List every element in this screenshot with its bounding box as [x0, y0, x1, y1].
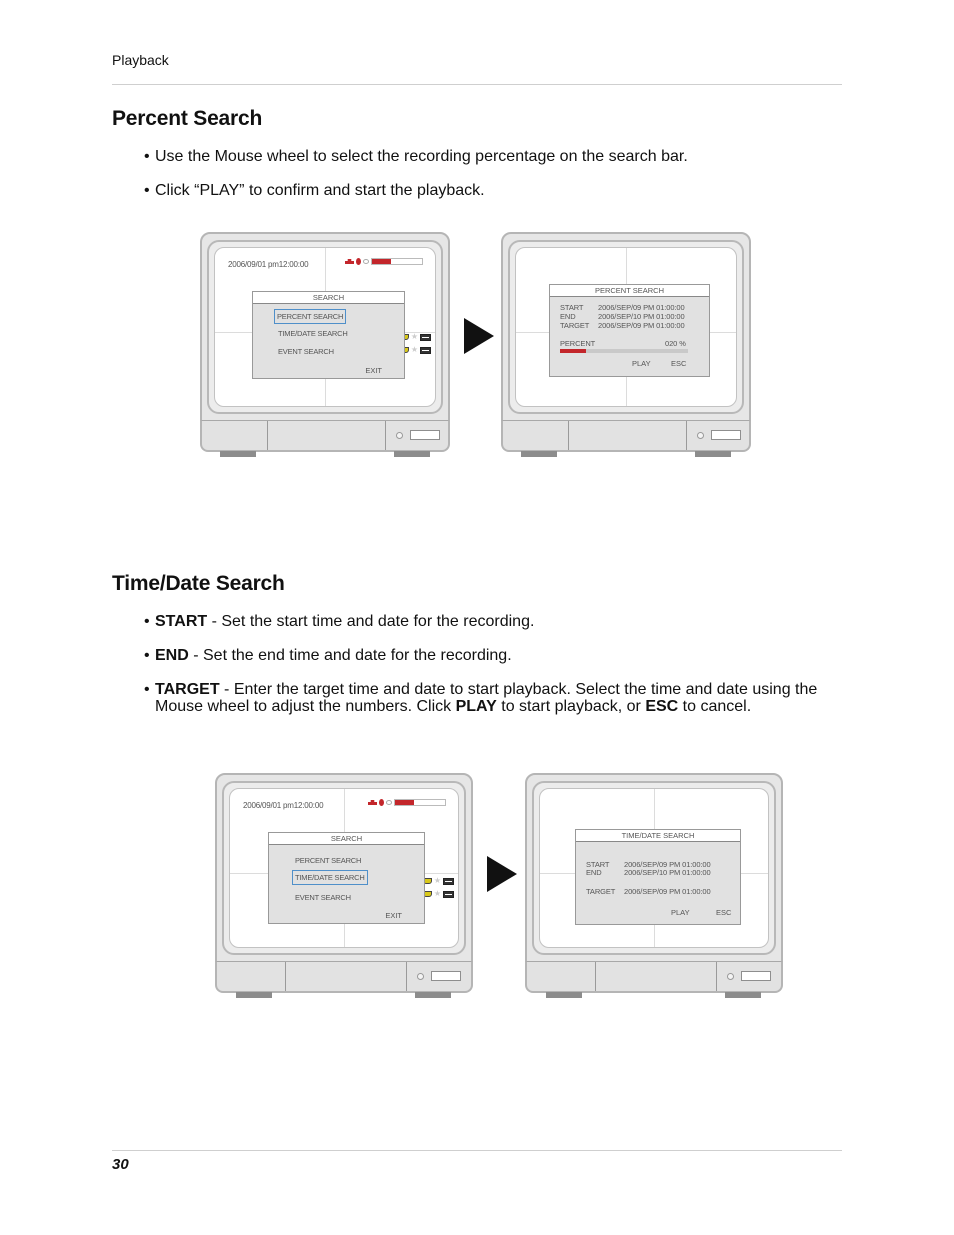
monitor-screen: 2006/09/01 pm12:00:00 ★ ★ — [229, 788, 459, 948]
star-icon: ★ — [410, 345, 418, 354]
menu-title: SEARCH — [253, 292, 404, 304]
footer-divider — [112, 1150, 842, 1151]
bullet-item: START - Set the start time and date for … — [140, 613, 850, 630]
search-menu: SEARCH PERCENT SEARCH TIME/DATE SEARCH E… — [252, 291, 405, 379]
bullet-item: END - Set the end time and date for the … — [140, 647, 850, 664]
osd-datetime: 2006/09/01 pm12:00:00 — [243, 801, 324, 810]
power-led-icon — [417, 973, 424, 980]
panel-title: TIME/DATE SEARCH — [576, 830, 740, 842]
disk-usage-bar — [394, 799, 446, 806]
menu-item-event-search[interactable]: EVENT SEARCH — [278, 347, 334, 356]
section-heading-time-date-search: Time/Date Search — [112, 572, 285, 595]
menu-title: SEARCH — [269, 833, 424, 845]
monitor-base — [501, 420, 751, 452]
status-icons — [368, 799, 446, 806]
power-led-icon — [396, 432, 403, 439]
monitor-bezel: 2006/09/01 pm12:00:00 ★ ★ — [200, 232, 450, 422]
channel-icons: ★ — [422, 889, 454, 898]
panel-title: PERCENT SEARCH — [550, 285, 709, 297]
channel-icons: ★ — [422, 876, 454, 885]
arrow-right-icon — [487, 856, 517, 892]
esc-button[interactable]: ESC — [671, 359, 687, 368]
monitor-base — [525, 961, 783, 993]
search-menu: SEARCH PERCENT SEARCH TIME/DATE SEARCH E… — [268, 832, 425, 924]
menu-item-time-date-search[interactable]: TIME/DATE SEARCH — [292, 870, 368, 885]
percent-search-bullets: Use the Mouse wheel to select the record… — [140, 148, 850, 216]
record-icon — [345, 259, 354, 264]
bullet-item: TARGET - Enter the target time and date … — [140, 681, 850, 715]
menu-exit-button[interactable]: EXIT — [385, 911, 402, 920]
play-button[interactable]: PLAY — [671, 908, 690, 917]
status-icons — [345, 258, 423, 265]
record-dot-icon — [379, 799, 384, 806]
esc-button[interactable]: ESC — [716, 908, 732, 917]
header-divider — [112, 84, 842, 85]
menu-exit-button[interactable]: EXIT — [365, 366, 382, 375]
section-heading-percent-search: Percent Search — [112, 107, 263, 130]
menu-item-event-search[interactable]: EVENT SEARCH — [295, 893, 351, 902]
arrow-right-icon — [464, 318, 494, 354]
disk-usage-bar — [371, 258, 423, 265]
menu-item-percent-search[interactable]: PERCENT SEARCH — [274, 309, 347, 324]
end-value[interactable]: 2006/SEP/10 PM 01:00:00 — [624, 868, 711, 877]
osd-datetime: 2006/09/01 pm12:00:00 — [228, 260, 309, 269]
network-icon — [443, 890, 454, 898]
end-value[interactable]: 2006/SEP/10 PM 01:00:00 — [598, 312, 685, 321]
ring-icon — [363, 259, 369, 264]
running-header: Playback — [112, 52, 169, 68]
target-value[interactable]: 2006/SEP/09 PM 01:00:00 — [598, 321, 685, 330]
menu-item-time-date-search[interactable]: TIME/DATE SEARCH — [278, 329, 348, 338]
percent-label: PERCENT — [560, 339, 596, 348]
disc-slot — [431, 971, 461, 981]
power-led-icon — [697, 432, 704, 439]
monitor-base — [215, 961, 473, 993]
network-icon — [443, 877, 454, 885]
start-value[interactable]: 2006/SEP/09 PM 01:00:00 — [598, 303, 685, 312]
disc-slot — [741, 971, 771, 981]
time-date-search-bullets: START - Set the start time and date for … — [140, 613, 850, 732]
record-icon — [368, 800, 377, 805]
network-icon — [420, 333, 431, 341]
menu-item-percent-search[interactable]: PERCENT SEARCH — [295, 856, 362, 865]
power-led-icon — [727, 973, 734, 980]
monitor-illustration-search-menu: 2006/09/01 pm12:00:00 ★ ★ — [215, 773, 473, 999]
percent-search-bar[interactable] — [560, 349, 688, 353]
disc-slot — [711, 430, 741, 440]
ring-icon — [386, 800, 392, 805]
star-icon: ★ — [433, 889, 441, 898]
bullet-item: Click “PLAY” to confirm and start the pl… — [140, 182, 850, 199]
disc-slot — [410, 430, 440, 440]
monitor-bezel: 2006/09/01 pm12:00:00 ★ ★ — [215, 773, 473, 963]
star-icon: ★ — [410, 332, 418, 341]
star-icon: ★ — [433, 876, 441, 885]
monitor-base — [200, 420, 450, 452]
play-button[interactable]: PLAY — [632, 359, 651, 368]
percent-value: 020 % — [665, 339, 686, 348]
monitor-illustration-search-menu: 2006/09/01 pm12:00:00 ★ ★ — [200, 232, 450, 458]
record-dot-icon — [356, 258, 361, 265]
bullet-item: Use the Mouse wheel to select the record… — [140, 148, 850, 165]
network-icon — [420, 346, 431, 354]
target-value[interactable]: 2006/SEP/09 PM 01:00:00 — [624, 887, 711, 896]
start-value[interactable]: 2006/SEP/09 PM 01:00:00 — [624, 860, 711, 869]
page-number: 30 — [112, 1156, 129, 1173]
monitor-screen: 2006/09/01 pm12:00:00 ★ ★ — [214, 247, 436, 407]
